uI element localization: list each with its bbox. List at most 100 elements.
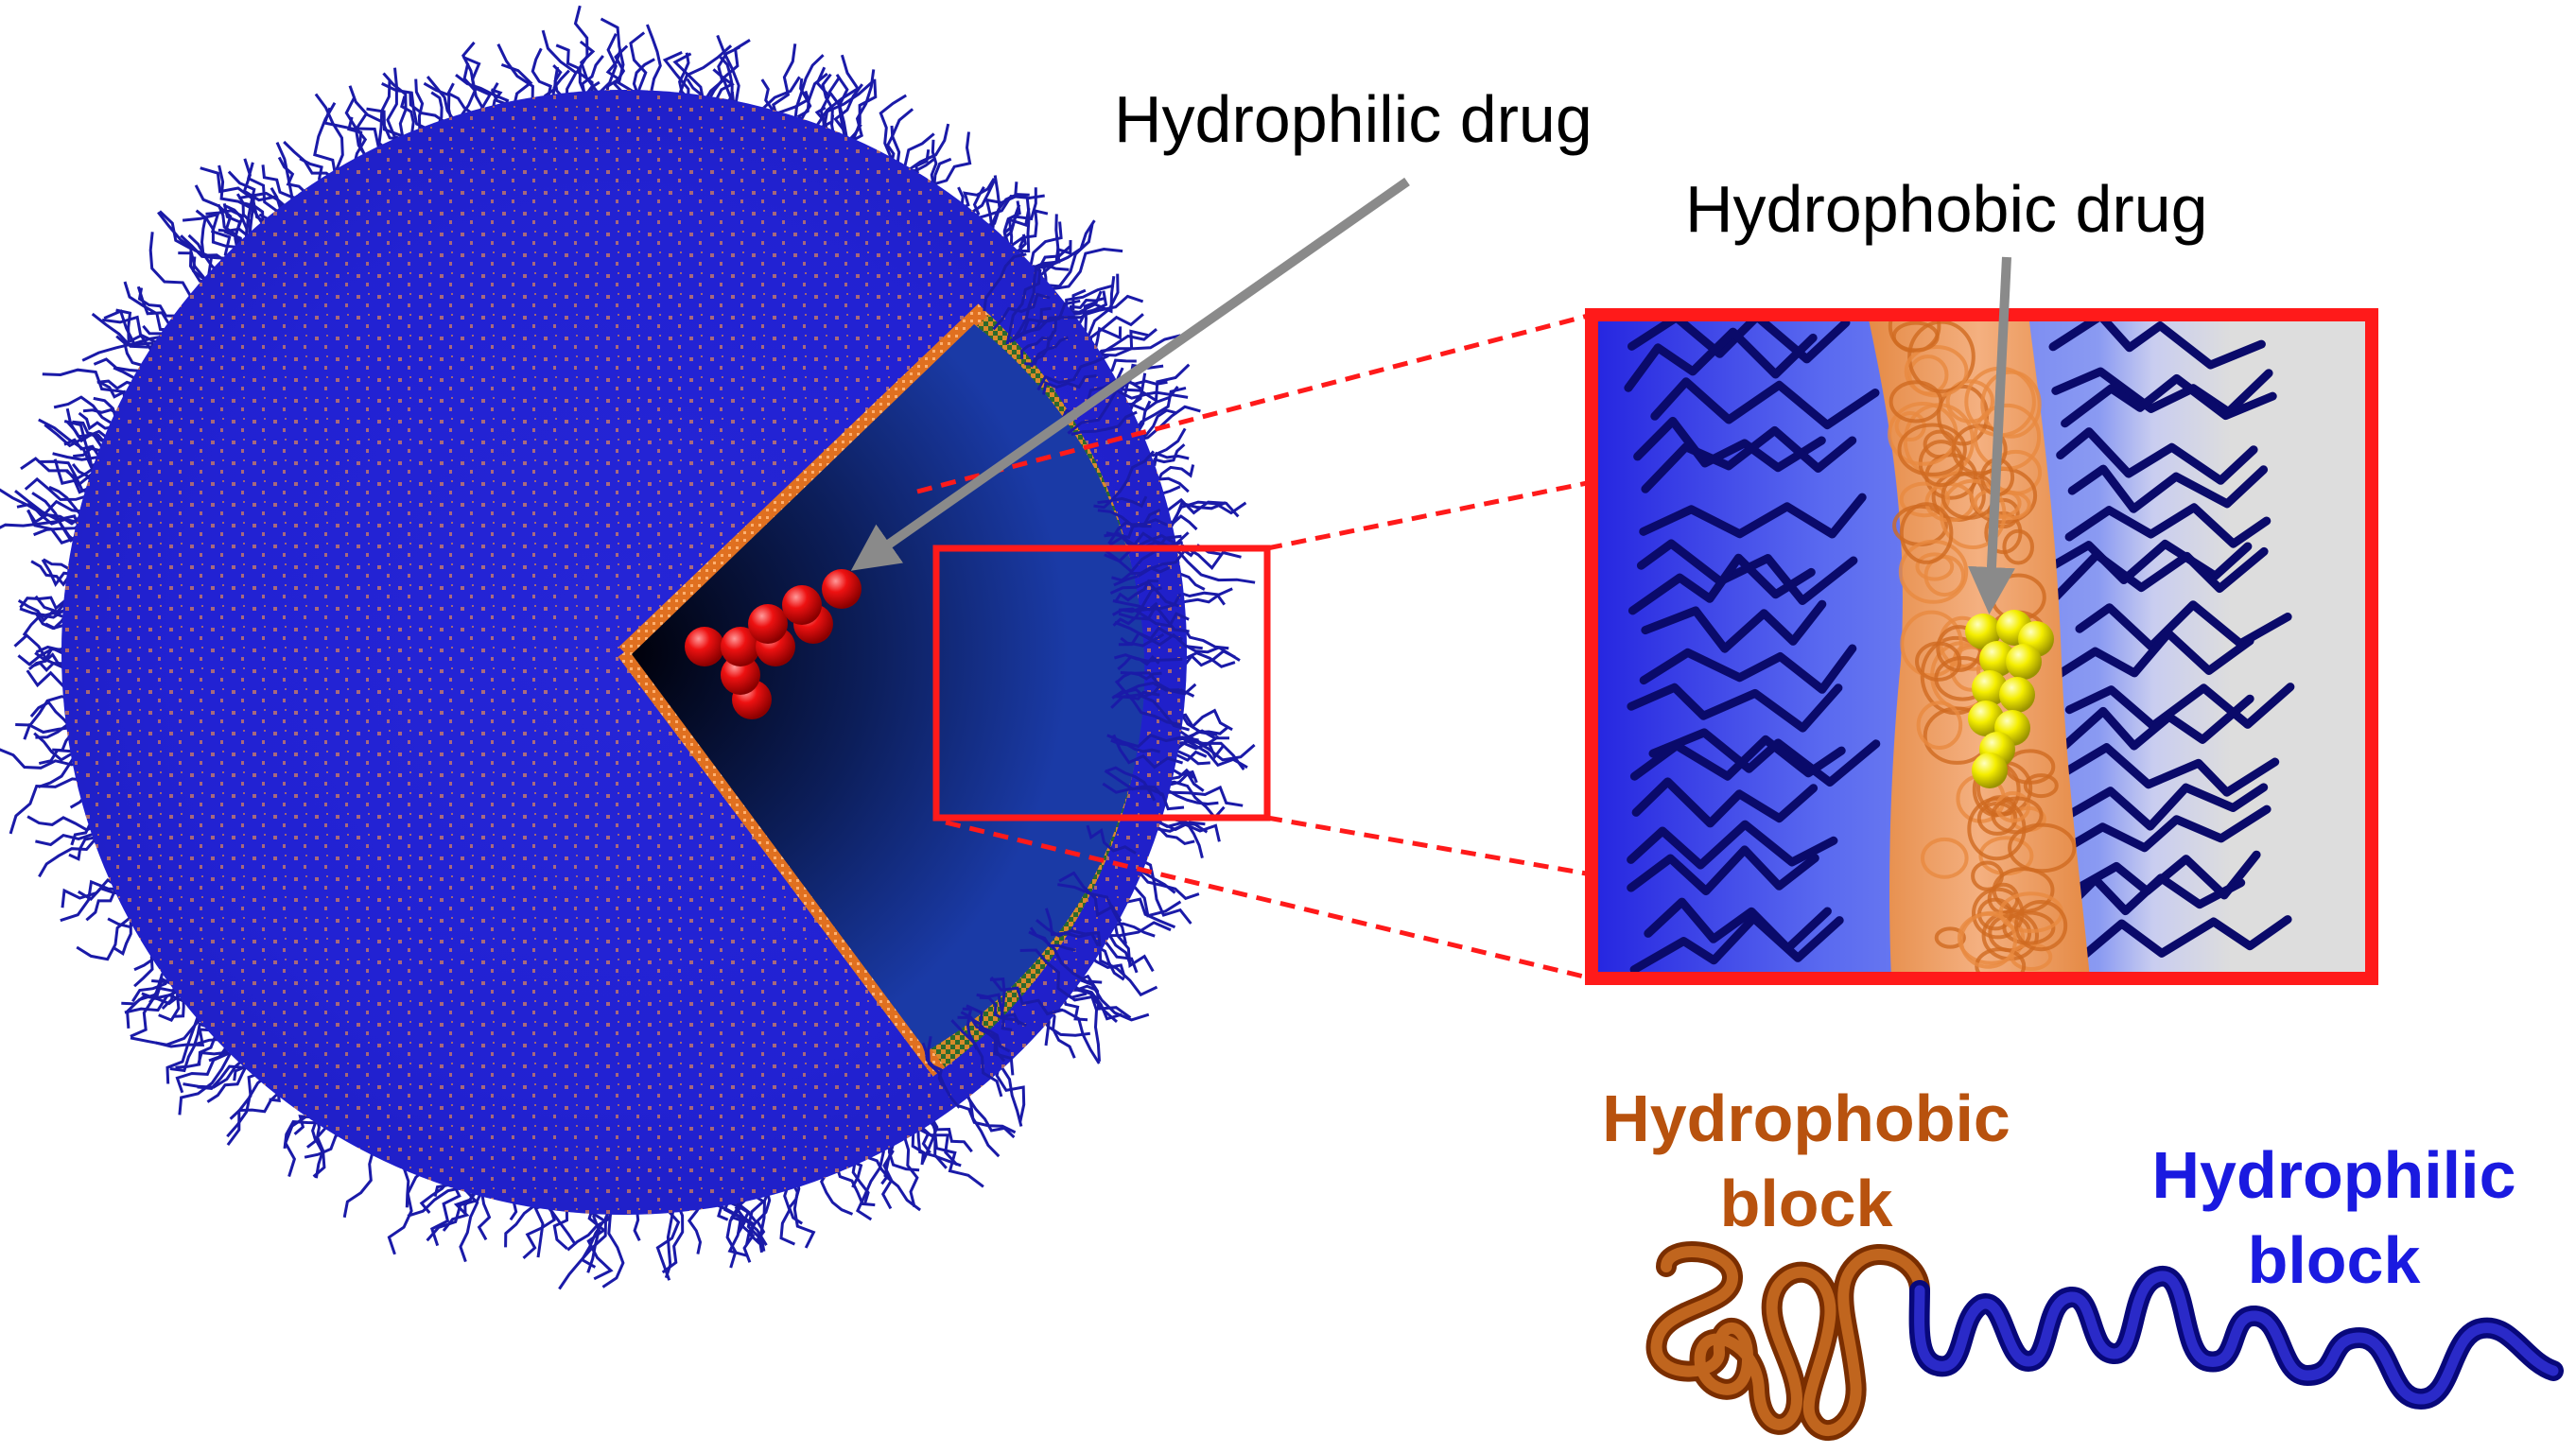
shell-chain [1097, 509, 1168, 527]
hydrophobic-drug-cluster [1965, 610, 2054, 788]
zoom-chain [1629, 735, 1846, 781]
hydrophilic-block-label-line1: Hydrophilic [2151, 1138, 2515, 1212]
hydrophilic-drug-cluster [685, 569, 862, 719]
zoom-chain [2052, 546, 2269, 601]
zoom-right-chains [2047, 315, 2295, 970]
shell-chain [1111, 688, 1182, 726]
shell-chain [1057, 883, 1127, 944]
shell-chain [1086, 824, 1137, 855]
membrane-tangle [1888, 315, 2077, 978]
zoom-chain [1627, 820, 1838, 870]
zoom-chain [2052, 804, 2271, 858]
corona-chain [26, 815, 100, 832]
zoom-chain [1627, 845, 1819, 896]
membrane-loop [2023, 773, 2059, 799]
corona-chain [17, 598, 74, 623]
hydrophilic-drug-label: Hydrophilic drug [1114, 82, 1593, 156]
zoom-chain [2064, 503, 2271, 548]
corona-chain [0, 748, 88, 770]
shell-chain [1005, 268, 1042, 345]
zoom-chain [1627, 553, 1816, 615]
zoom-chain [1644, 897, 1832, 953]
zoom-chain [1648, 728, 1881, 787]
shell-chain [983, 252, 1027, 312]
shell-chain [1019, 948, 1088, 999]
corona-chain [1090, 334, 1181, 366]
shell-chain [1097, 450, 1156, 505]
corona-chain [1028, 219, 1096, 286]
zoom-chain [2059, 694, 2254, 752]
zoom-chain [2052, 874, 2246, 923]
membrane-loop [2002, 910, 2056, 945]
shell-chain [1010, 306, 1052, 342]
shell-chain [992, 292, 1051, 331]
membrane-loop [1899, 481, 1951, 518]
zoom-chain [2067, 915, 2292, 970]
zoom-chain [1636, 539, 1858, 605]
shell-chain [976, 993, 1021, 1026]
zoom-chain [2053, 743, 2280, 797]
shell-edge-lower [618, 648, 946, 1077]
corona-chain [855, 1144, 886, 1221]
membrane-loop [1923, 554, 1966, 597]
shell-chain [1105, 766, 1157, 802]
zoom-chain [2051, 367, 2273, 417]
zoom-chain [1624, 327, 1818, 392]
corona-chain [0, 519, 84, 549]
shell-chain [989, 977, 1027, 1028]
shell-chain [1114, 620, 1203, 650]
hydrophobic-drug-arrow [1967, 256, 2015, 614]
zoom-selection-box [932, 545, 1271, 822]
shell-chain [1111, 565, 1171, 582]
shell-chain [990, 976, 1064, 1016]
membrane-loop [1934, 926, 1966, 949]
hydrophilic-block-label-line2: block [2248, 1223, 2421, 1297]
hydrophilic-drug-arrow [850, 177, 1410, 571]
zoom-chain [1631, 777, 1819, 828]
shell-chain [1028, 930, 1103, 984]
corona-chain [115, 308, 169, 346]
hydrophobic-drug-label: Hydrophobic drug [1685, 172, 2208, 246]
zoom-guide-lines [916, 312, 1593, 981]
membrane-loop [1899, 502, 1954, 564]
shell-chain [1042, 374, 1097, 395]
corona-chain [573, 5, 594, 101]
zoom-chain [1641, 599, 1827, 653]
zoom-panel-frame [1585, 308, 2378, 985]
zoom-chain [2061, 373, 2277, 428]
shell-chain [1120, 671, 1197, 696]
shell-chain [1109, 579, 1179, 608]
membrane-loop [1898, 539, 1969, 604]
corona-chain [175, 1047, 243, 1094]
corona-chain [1172, 708, 1233, 732]
zoom-chain [1633, 416, 1826, 473]
shell-chain [957, 1015, 1006, 1063]
corona-chain [194, 184, 244, 255]
hydrophobic-block-label-line2: block [1720, 1167, 1893, 1240]
corona-chain [1001, 209, 1049, 252]
shell-chain [927, 1036, 961, 1109]
corona-chain [601, 1201, 625, 1289]
membrane-loop [1891, 320, 1940, 353]
corona-chain [387, 1164, 430, 1255]
membrane-loop [2008, 822, 2077, 874]
zoom-chain [1641, 425, 1857, 493]
membrane-loop [1921, 837, 1969, 879]
shell-chain [950, 1019, 1003, 1098]
zoom-chain [1629, 913, 1844, 975]
shell-chain [1030, 336, 1069, 368]
corona-chain [1134, 856, 1192, 925]
membrane-loop [1888, 380, 1943, 424]
shell-chains [921, 252, 1203, 1109]
shell-chain [1106, 733, 1199, 749]
membrane-loop [2014, 900, 2068, 952]
shell-chain [1070, 410, 1138, 437]
zoom-chain [1639, 493, 1867, 539]
shell-chain [1036, 355, 1109, 391]
membrane-loop [1907, 320, 1976, 393]
corona-chain [0, 488, 90, 517]
shell-chain [1105, 509, 1161, 539]
shell-chain [1113, 653, 1183, 663]
shell-chain [966, 1004, 1015, 1076]
